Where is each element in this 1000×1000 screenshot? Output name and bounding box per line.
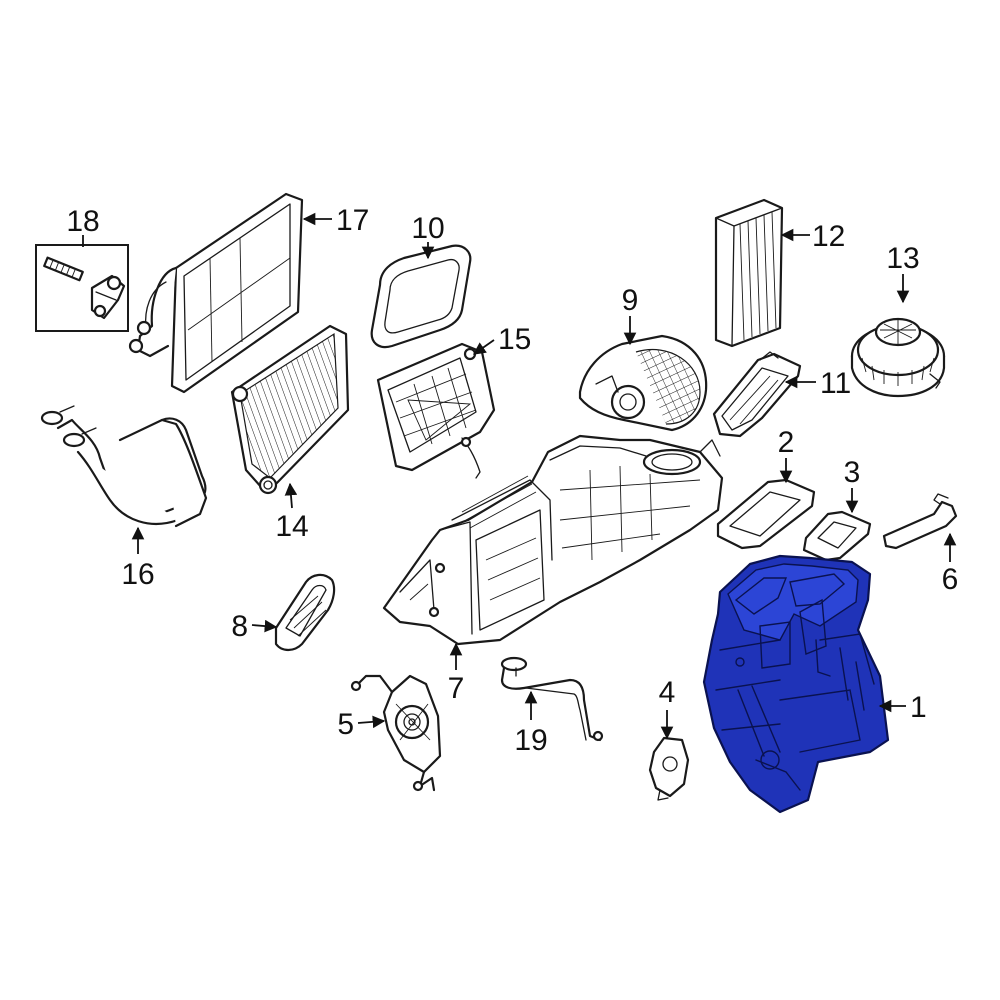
part-8-vent-grille	[274, 573, 336, 652]
part-17-evaporator-core	[128, 192, 304, 394]
part-13-blower-motor	[850, 317, 946, 398]
part-11-duct	[712, 351, 802, 438]
callout-6: 6	[942, 563, 959, 596]
part-19-drain-tube	[500, 656, 604, 742]
callout-2: 2	[778, 426, 795, 459]
callout-labels: 18 17 10 12 13 9 15 11 2 3 6 14 16 8 7 5…	[66, 204, 958, 757]
part-7-hvac-housing	[382, 434, 724, 646]
callout-9: 9	[622, 284, 639, 317]
callout-5: 5	[337, 708, 354, 741]
callout-7: 7	[448, 672, 465, 705]
callout-3: 3	[844, 456, 861, 489]
part-10-seal	[370, 244, 472, 349]
callout-16: 16	[121, 558, 154, 591]
callout-15: 15	[498, 323, 531, 356]
part-2-gasket	[716, 478, 816, 550]
part-1-air-case-highlighted	[702, 554, 890, 814]
callout-10: 10	[411, 212, 444, 245]
callout-17: 17	[336, 204, 369, 237]
part-6-sensor	[882, 493, 958, 550]
part-3-seal	[802, 510, 872, 562]
callout-12: 12	[812, 220, 845, 253]
callout-19: 19	[514, 724, 547, 757]
callout-18: 18	[66, 205, 99, 238]
callout-1: 1	[910, 691, 927, 724]
callout-14: 14	[275, 510, 308, 543]
part-5-actuator	[350, 674, 442, 792]
part-14-heater-core	[230, 324, 350, 495]
part-15-door-assembly	[376, 342, 496, 479]
part-16-heater-pipes	[40, 405, 208, 528]
callout-4: 4	[659, 676, 676, 709]
callout-13: 13	[886, 242, 919, 275]
part-18-fasteners	[35, 244, 129, 332]
part-12-cabin-filter	[714, 198, 784, 348]
callout-11: 11	[820, 367, 851, 400]
leader-lines	[82, 212, 957, 740]
callout-8: 8	[231, 610, 248, 643]
part-4-actuator	[648, 736, 690, 801]
part-9-blower-housing	[578, 334, 708, 432]
